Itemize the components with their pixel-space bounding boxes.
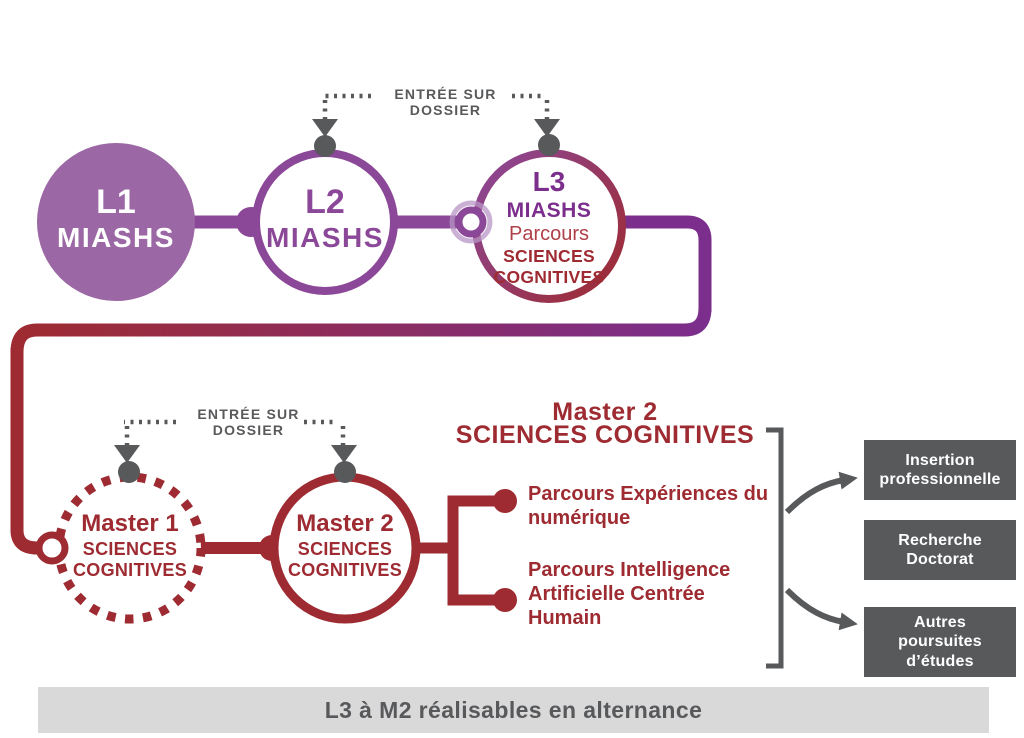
l3-to-master1-path-middle xyxy=(10,307,712,353)
entry-top-line1: ENTRÉE SUR xyxy=(394,86,497,102)
entry-top-left-arrowhead-icon xyxy=(312,119,338,137)
entry-sur-dossier-label-top: ENTRÉE SUR DOSSIER xyxy=(373,86,518,118)
parcours-branch xyxy=(447,495,495,606)
entry-master-left-ball xyxy=(118,461,140,483)
master2-title: Master 2 xyxy=(296,510,394,537)
parcours-dot-2 xyxy=(493,588,517,612)
l3-sciences-word: SCIENCES xyxy=(503,246,595,267)
l2-subtitle: MIASHS xyxy=(266,222,384,254)
outcome-arrow-bottom xyxy=(784,587,858,631)
master1-circle-label: Master 1 SCIENCES COGNITIVES xyxy=(48,510,212,581)
master2-line3: COGNITIVES xyxy=(287,560,402,581)
parcours-dot-1 xyxy=(493,489,517,513)
master2-heading-line1: Master 2 xyxy=(552,398,658,426)
parcours-item-ia: Parcours Intelligence Artificielle Centr… xyxy=(528,559,731,629)
entry-master-line2: DOSSIER xyxy=(212,422,285,438)
l1-title: L1 xyxy=(96,183,136,221)
master1-entry-ring xyxy=(35,531,69,565)
l1-circle xyxy=(37,143,195,301)
entry-master-right-arrowhead-icon xyxy=(331,445,357,463)
outcome-box-insertion: Insertion professionnelle xyxy=(864,440,1016,500)
l3-parcours-word: Parcours xyxy=(508,223,590,246)
master2-heading-line2: SCIENCES COGNITIVES xyxy=(455,421,755,449)
l2-l3-connector-ring xyxy=(455,206,487,238)
outcome-box-autres: Autres poursuites d’études xyxy=(864,607,1016,677)
outcome-arrow-top xyxy=(784,471,858,515)
entry-master-line1: ENTRÉE SUR xyxy=(197,406,300,422)
entry-top-line2: DOSSIER xyxy=(409,102,482,118)
entry-master-left-arrowhead-icon xyxy=(114,445,140,463)
master1-line2: SCIENCES xyxy=(82,538,178,559)
l3-to-master1-path-left xyxy=(10,348,44,555)
entry-master-right-ball xyxy=(334,461,356,483)
outcomes-bracket xyxy=(766,427,784,669)
master2-circle-label: Master 2 SCIENCES COGNITIVES xyxy=(263,510,427,581)
entry-sur-dossier-label-master: ENTRÉE SUR DOSSIER xyxy=(176,406,321,438)
entry-top-left-ball xyxy=(314,135,336,157)
master1-line3: COGNITIVES xyxy=(72,560,187,581)
l1-circle-label: L1 MIASHS xyxy=(40,183,192,255)
entry-top-right-ball xyxy=(538,134,560,156)
footer-label: L3 à M2 réalisables en alternance xyxy=(324,696,703,723)
l2-l3-connector-ring-halo xyxy=(449,200,493,244)
l3-to-master1-path-top xyxy=(612,215,712,312)
l1-subtitle: MIASHS xyxy=(57,222,175,254)
l2-circle-label: L2 MIASHS xyxy=(250,183,400,255)
l3-circle-label: L3 MIASHS Parcours SCIENCES COGNITIVES xyxy=(469,166,629,288)
l3-subtitle: MIASHS xyxy=(506,199,592,223)
entry-top-right-arrowhead-icon xyxy=(534,119,560,137)
master2-line2: SCIENCES xyxy=(297,538,393,559)
l3-title: L3 xyxy=(532,166,566,197)
footer-bar: L3 à M2 réalisables en alternance xyxy=(38,687,989,733)
l3-cognitives-word: COGNITIVES xyxy=(493,267,605,288)
master2-section-heading: Master 2 SCIENCES COGNITIVES xyxy=(440,398,770,449)
master1-title: Master 1 xyxy=(81,510,179,537)
l2-title: L2 xyxy=(305,183,345,221)
parcours-item-experiences: Parcours Expériences du numérique xyxy=(528,483,769,529)
outcome-box-recherche: Recherche Doctorat xyxy=(864,520,1016,580)
